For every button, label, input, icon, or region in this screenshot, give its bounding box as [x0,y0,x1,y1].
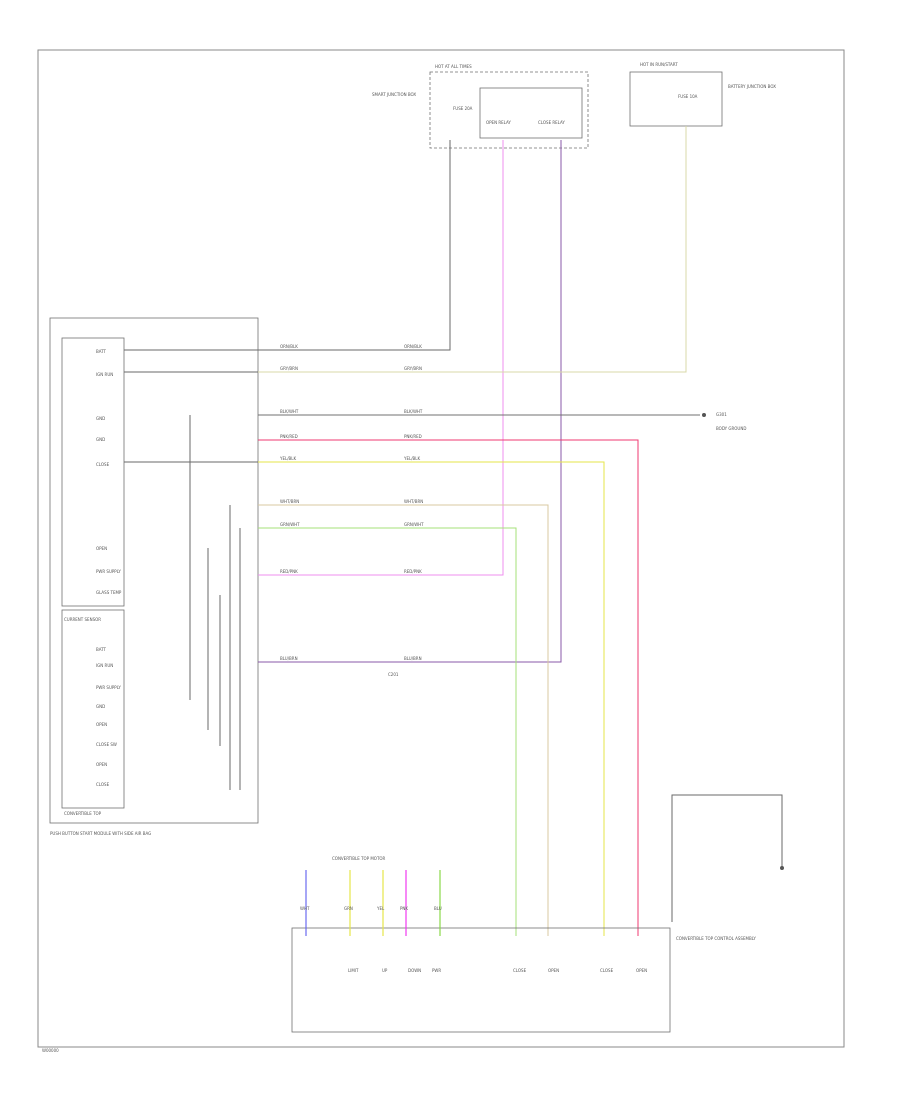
pin-top-label: BATT [96,349,107,354]
harness-wire-label: BLU/BRN [404,656,422,661]
motor-pin-label: CLOSE [513,968,527,973]
motor-module: CONVERTIBLE TOP MOTOR CONVERTIBLE TOP CO… [291,856,756,1033]
harness-wire-label: RED/PNK [280,569,298,574]
vertical-wires [124,126,700,936]
left-module-bottom-label: CONVERTIBLE TOP [64,811,102,816]
motor-pin-label: OPEN [636,968,647,973]
fuse-block-note: SMART JUNCTION BOX [372,92,416,97]
pin-bottom-label: GND [96,704,105,709]
harness-wire-label: YEL/BLK [279,456,297,461]
harness-wire-label: GRY/BRN [280,366,298,371]
fuse-block-fuse: FUSE 20A [453,106,473,111]
motor-module-side-label: CONVERTIBLE TOP CONTROL ASSEMBLY [676,936,756,941]
harness-wire-label: GRN/WHT [404,522,424,527]
pin-bottom-label: PWR SUPPLY [96,685,121,690]
pin-bottom-label: IGN RUN [96,663,113,668]
motor-module-label: CONVERTIBLE TOP MOTOR [332,856,386,861]
harness-connector-label: C201 [388,672,399,677]
harness-wire-label: WHT/BRN [280,499,299,504]
pin-bottom-label: CLOSE [96,782,110,787]
motor-pins: LIMIT UP DOWN PWR CLOSE OPEN CLOSE OPEN [348,968,647,973]
fuse-block: HOT AT ALL TIMES SMART JUNCTION BOX FUSE… [372,64,589,149]
second-box-note: BATTERY JUNCTION BOX [728,84,776,89]
left-module-note: PUSH BUTTON START MODULE WITH SIDE AIR B… [50,831,151,836]
harness-wire-label: GRN/WHT [280,522,300,527]
fuse-block-title: HOT AT ALL TIMES [435,64,472,69]
fuse-block-relay-close: CLOSE RELAY [538,120,565,125]
harness-wire-label: YEL/BLK [403,456,421,461]
harness-wire-label: WHT/BRN [404,499,423,504]
pin-top-label: IGN RUN [96,372,113,377]
harness-wire-label: ORN/BLK [404,344,422,349]
ground: G301 BODY GROUND [671,412,784,922]
pin-top-label: GND [96,416,105,421]
pins-bottom: BATT IGN RUN PWR SUPPLY GND OPEN CLOSE SW OPEN… [96,647,121,787]
harness-wire-label: GRY/BRN [404,366,422,371]
left-module-lower-label: CURRENT SENSOR [64,617,101,622]
motor-pin-label: PWR [432,968,441,973]
pin-top-label: OPEN [96,546,107,551]
motor-pin-label: LIMIT [348,968,359,973]
motor-pin-label: CLOSE [600,968,614,973]
harness-wire-label: BLK/WHT [404,409,423,414]
vertical-wire-label: GRN [344,906,353,911]
pin-top-label: GLASS TEMP [96,590,122,595]
harness-wire-label: PNK/RED [404,434,422,439]
pins-top: BATT IGN RUN GND GND CLOSE OPEN PWR SUPPLY GLAS… [96,349,122,595]
harness-wire-label: RED/PNK [404,569,422,574]
harness-wire-label: PNK/RED [280,434,298,439]
second-box-fuse: FUSE 10A [678,94,698,99]
vertical-wire-label: WHT [300,906,310,911]
vertical-wire-labels: WHT GRN YEL PNK BLU [300,906,442,911]
pin-bottom-label: OPEN [96,722,107,727]
harness-wire-label: BLU/BRN [280,656,298,661]
pin-top-label: PWR SUPPLY [96,569,121,574]
motor-pin-label: UP [382,968,388,973]
motor-pin-label: OPEN [548,968,559,973]
harness: ORN/BLK ORN/BLK GRY/BRN GRY/BRN BLK/WHT BLK/W… [258,344,440,663]
diagram-frame [37,49,845,1048]
footer-code: W00000 [42,1048,59,1053]
ground-label-1: G301 [716,412,727,417]
ground-label-2: BODY GROUND [716,426,746,431]
second-fuse-box: HOT IN RUN/START BATTERY JUNCTION BOX FU… [629,62,776,127]
motor-pin-label: DOWN [408,968,421,973]
pin-bottom-label: BATT [96,647,107,652]
harness-wire-label: BLK/WHT [280,409,299,414]
vertical-wire-label: YEL [376,906,385,911]
pin-top-label: GND [96,437,105,442]
harness-wire-label: ORN/BLK [280,344,298,349]
vertical-wire-label: BLU [434,906,442,911]
pin-bottom-label: OPEN [96,762,107,767]
left-module: CURRENT SENSOR CONVERTIBLE TOP PUSH BUTT… [49,317,259,836]
pin-bottom-label: CLOSE SW [96,742,117,747]
second-box-title: HOT IN RUN/START [640,62,678,67]
fuse-block-relay-open: OPEN RELAY [486,120,511,125]
vertical-wire-label: PNK [400,906,408,911]
pin-top-label: CLOSE [96,462,110,467]
